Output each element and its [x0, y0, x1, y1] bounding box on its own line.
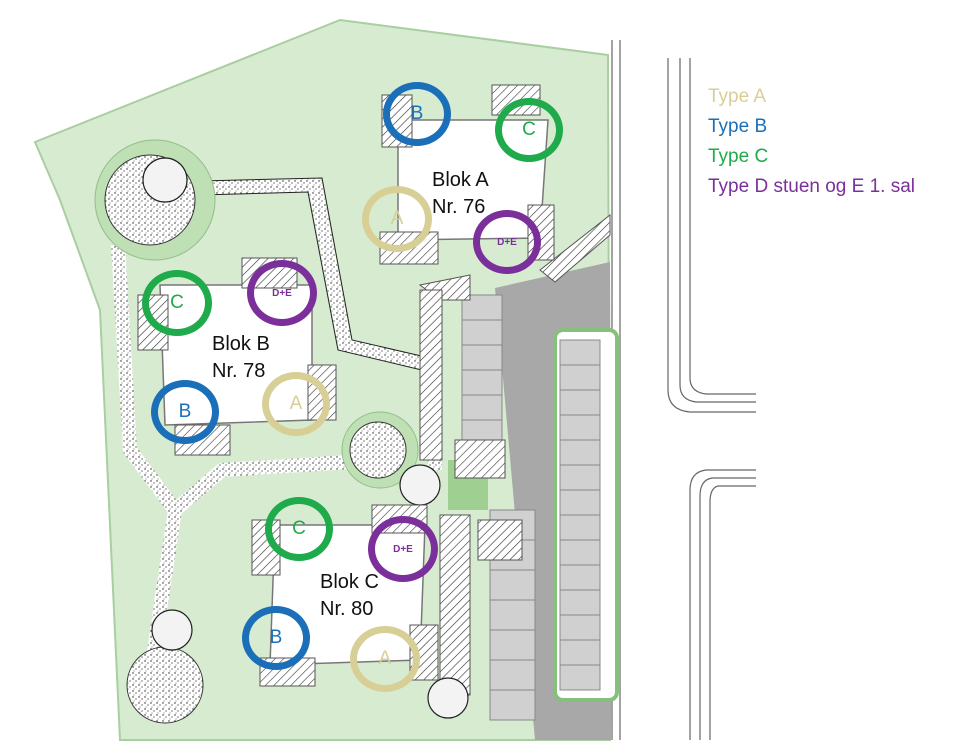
marker-label: B: [178, 401, 192, 422]
gravel-plaza: [349, 421, 407, 479]
legend-item-type-de: Type D stuen og E 1. sal: [708, 176, 916, 197]
marker-label: D+E: [497, 236, 517, 248]
marker-label: D+E: [393, 543, 413, 555]
marker-label: A: [289, 393, 303, 414]
legend-item-type-b: Type B: [708, 116, 768, 137]
legend-item-type-c: Type C: [708, 146, 769, 167]
marker-label: B: [410, 103, 424, 124]
hatched-walkway: [419, 289, 443, 461]
block-label-a: Blok A Nr. 76: [432, 167, 489, 221]
marker-type-de: D+E: [247, 260, 317, 326]
marker-label: C: [522, 119, 536, 140]
marker-type-c: C: [142, 270, 212, 336]
gravel-plaza: [126, 646, 204, 724]
block-name: Blok A: [432, 169, 489, 191]
block-label-c: Blok C Nr. 80: [320, 569, 379, 623]
hatched-walkway: [539, 213, 611, 283]
legend: Type A Type B Type C Type D stuen og E 1…: [708, 82, 915, 202]
marker-type-a: A: [362, 186, 432, 252]
marker-label: B: [269, 627, 283, 648]
marker-type-a: A: [262, 372, 330, 436]
marker-type-c: C: [495, 98, 563, 162]
marker-type-de: D+E: [368, 516, 438, 582]
marker-label: D+E: [272, 287, 292, 299]
block-name: Blok C: [320, 571, 379, 593]
marker-label: A: [378, 648, 392, 669]
marker-type-de: D+E: [473, 210, 541, 274]
hatched-walkway: [439, 514, 471, 696]
marker-label: A: [390, 208, 404, 229]
legend-item-type-a: Type A: [708, 86, 767, 107]
marker-label: C: [170, 292, 184, 313]
block-label-b: Blok B Nr. 78: [212, 331, 270, 385]
marker-type-a: A: [350, 626, 420, 692]
block-number: Nr. 78: [212, 360, 266, 382]
block-number: Nr. 76: [432, 196, 486, 218]
marker-type-b: B: [383, 82, 451, 146]
marker-label: C: [292, 518, 306, 539]
block-number: Nr. 80: [320, 598, 374, 620]
marker-type-b: B: [242, 606, 310, 670]
hatched-shelter: [477, 519, 523, 561]
hatched-shelter: [454, 439, 506, 479]
marker-type-b: B: [151, 380, 219, 444]
marker-type-c: C: [265, 497, 333, 561]
block-name: Blok B: [212, 333, 270, 355]
